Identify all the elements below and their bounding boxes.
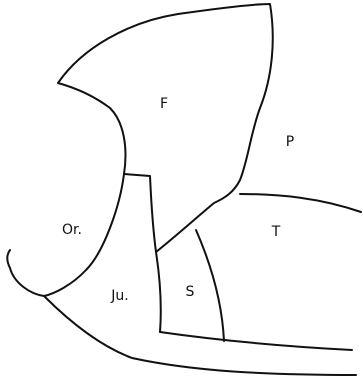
squamosal-left-boundary [155,251,162,333]
label-parietal: P [286,134,294,150]
label-jugal: Ju. [110,288,128,304]
jugal-lower-boundary [43,295,357,376]
label-squamosal: S [186,284,195,300]
parietal-temporal-boundary [239,193,362,213]
base-line [159,331,353,351]
frontal-bone-outline [57,3,274,253]
label-temporal: T [271,224,281,240]
label-orbit: Or. [62,222,82,238]
label-frontal: F [160,96,168,112]
squamosal-right-boundary [195,229,225,342]
orbit-curve [6,173,125,297]
